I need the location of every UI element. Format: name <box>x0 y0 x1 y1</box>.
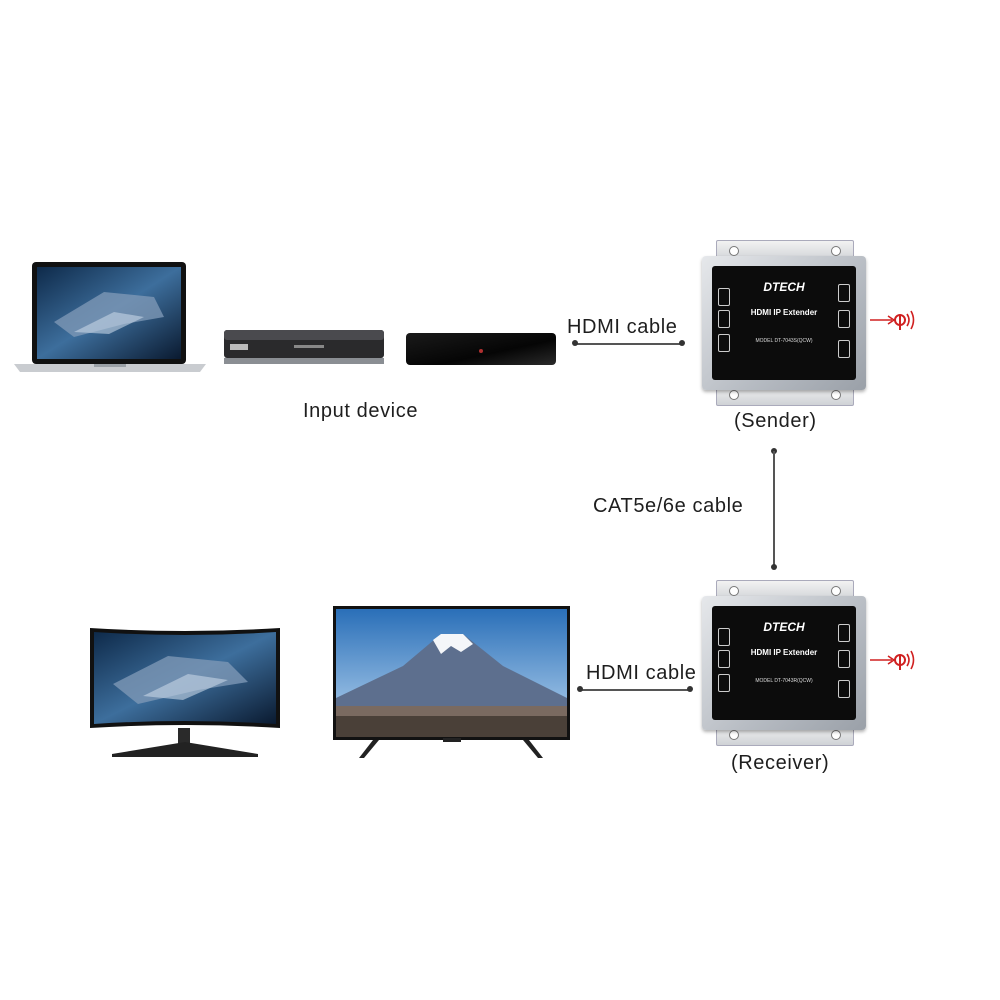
device-model: MODEL DT-7043R(QCW) <box>755 678 813 684</box>
brand-logo: DTECH <box>763 620 805 634</box>
cat-cable-end-bottom <box>771 564 777 570</box>
port-icon <box>718 334 730 352</box>
port-icon <box>838 284 850 302</box>
input-device-label: Input device <box>303 400 419 422</box>
hdmi-cable-bottom-line <box>580 689 690 691</box>
media-player <box>224 330 384 370</box>
port-icon <box>838 310 850 328</box>
port-icon <box>718 310 730 328</box>
receiver-label: (Receiver) <box>731 752 830 774</box>
hdmi-cable-top-end-left <box>572 340 578 346</box>
hdmi-cable-top-line <box>575 343 682 345</box>
ir-signal-icon <box>868 306 918 334</box>
receiver-extender: DTECH HDMI IP Extender MODEL DT-7043R(QC… <box>702 580 866 746</box>
device-model: MODEL DT-7043S(QCW) <box>755 338 813 344</box>
port-icon <box>838 624 850 642</box>
port-icon <box>838 340 850 358</box>
port-icon <box>838 650 850 668</box>
device-title: HDMI IP Extender <box>750 308 818 317</box>
device-title: HDMI IP Extender <box>750 648 818 657</box>
sender-extender: DTECH HDMI IP Extender MODEL DT-7043S(QC… <box>702 240 866 406</box>
extender-body: DTECH HDMI IP Extender MODEL DT-7043R(QC… <box>702 596 866 730</box>
set-top-box <box>406 333 556 367</box>
sender-label: (Sender) <box>734 410 817 432</box>
port-icon <box>838 680 850 698</box>
extender-body: DTECH HDMI IP Extender MODEL DT-7043S(QC… <box>702 256 866 390</box>
laptop <box>14 262 206 374</box>
port-icon <box>718 674 730 692</box>
hdmi-cable-top-label: HDMI cable <box>567 316 678 338</box>
hdmi-cable-top-end-right <box>679 340 685 346</box>
ir-signal-icon <box>868 646 918 674</box>
hdmi-cable-bottom-end-right <box>687 686 693 692</box>
port-icon <box>718 288 730 306</box>
port-icon <box>718 628 730 646</box>
cat-cable-line <box>773 451 775 567</box>
brand-logo: DTECH <box>763 280 805 294</box>
television <box>333 606 570 760</box>
port-icon <box>718 650 730 668</box>
hdmi-cable-bottom-end-left <box>577 686 583 692</box>
hdmi-cable-bottom-label: HDMI cable <box>586 662 697 684</box>
front-panel: DTECH HDMI IP Extender MODEL DT-7043S(QC… <box>712 266 856 380</box>
curved-monitor <box>88 624 282 758</box>
front-panel: DTECH HDMI IP Extender MODEL DT-7043R(QC… <box>712 606 856 720</box>
cat-cable-label: CAT5e/6e cable <box>593 495 744 517</box>
